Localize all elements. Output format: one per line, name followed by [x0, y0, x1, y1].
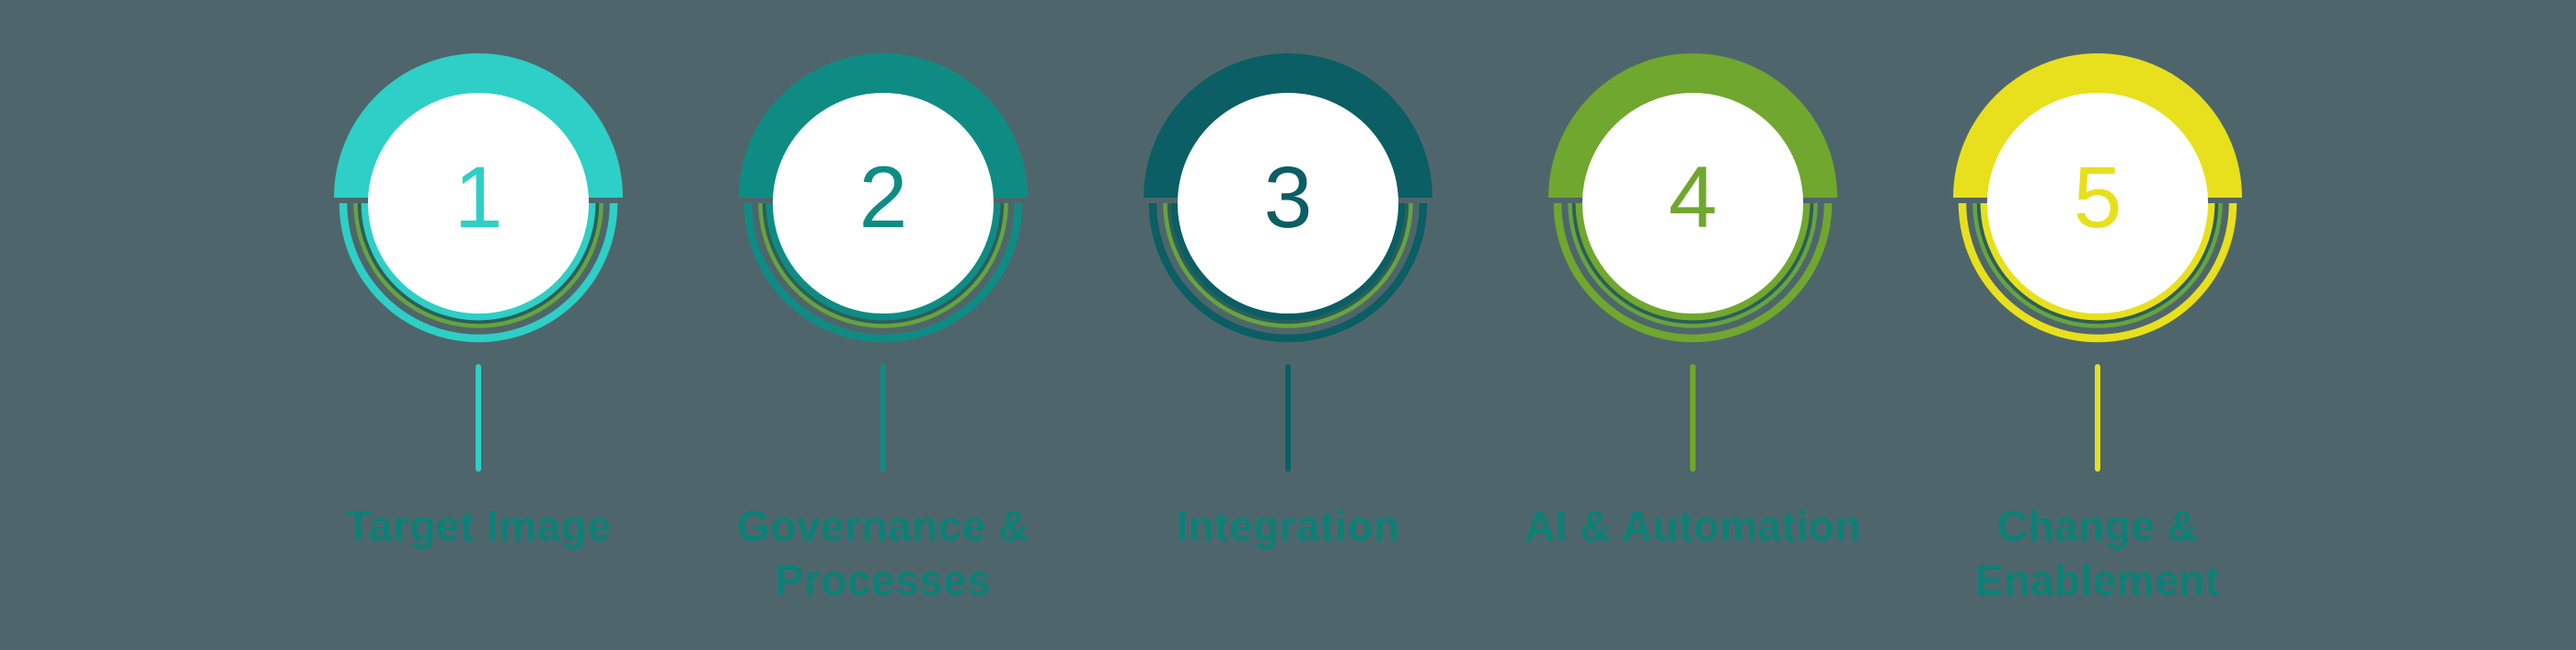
step-number: 4	[1669, 149, 1718, 246]
step-circle-badge: 4	[1548, 53, 1837, 343]
step-column-1: 1 Target Image	[276, 0, 681, 608]
step-white-disc	[773, 93, 994, 314]
connector-line	[880, 364, 886, 472]
step-number: 2	[859, 149, 908, 246]
step-glow-arc	[758, 202, 1008, 328]
step-glow-arc	[353, 202, 604, 328]
step-glow-arc	[1163, 202, 1413, 328]
step-label-line: AI & Automation	[1524, 502, 1862, 550]
step-circle-badge: 3	[1144, 53, 1432, 343]
connector-line	[1690, 364, 1696, 472]
step-outer-bottom-arc	[1958, 202, 2237, 343]
step-label-line: Governance &	[737, 502, 1029, 550]
step-circle-badge: 2	[739, 53, 1028, 343]
step-inner-color-arc	[1575, 202, 1811, 321]
step-number: 5	[2074, 149, 2122, 246]
step-circle-badge: 1	[334, 53, 623, 343]
step-white-disc	[1987, 93, 2208, 314]
step-outer-bottom-arc	[1553, 202, 1833, 343]
step-shadow-arc	[1167, 202, 1409, 325]
step-label-line: Integration	[1176, 502, 1400, 550]
step-column-4: 4 AI & Automation	[1490, 0, 1895, 608]
step-label: AI & Automation	[1524, 499, 1861, 553]
step-outer-bottom-arc	[1148, 202, 1428, 343]
step-label-line: Target Image	[345, 502, 612, 550]
step-shadow-arc	[762, 202, 1005, 325]
step-inner-color-arc	[1980, 202, 2215, 321]
step-inner-color-arc	[765, 202, 1001, 321]
step-shadow-arc	[357, 202, 600, 325]
step-label-line: Processes	[775, 555, 992, 604]
connector-line	[1285, 364, 1291, 472]
step-circle-badge: 5	[1953, 53, 2242, 343]
step-label-line: Change &	[1996, 502, 2199, 550]
step-white-disc	[1178, 93, 1398, 314]
step-label-line: Enablement	[1975, 555, 2220, 604]
step-label: Governance & Processes	[737, 499, 1029, 608]
step-number: 3	[1264, 149, 1313, 246]
step-inner-color-arc	[361, 202, 596, 321]
step-shadow-arc	[1976, 202, 2219, 325]
step-white-disc	[368, 93, 589, 314]
process-steps-diagram: 1 Target Image 2 Governance & Processes	[276, 0, 2300, 608]
step-label: Change & Enablement	[1975, 499, 2220, 608]
step-glow-arc	[1972, 202, 2223, 328]
step-inner-color-arc	[1170, 202, 1406, 321]
step-outer-bottom-arc	[339, 202, 618, 343]
step-white-disc	[1582, 93, 1803, 314]
step-column-3: 3 Integration	[1086, 0, 1490, 608]
connector-line	[2095, 364, 2100, 472]
step-label: Integration	[1176, 499, 1399, 553]
step-shadow-arc	[1571, 202, 1814, 325]
connector-line	[476, 364, 481, 472]
step-column-5: 5 Change & Enablement	[1895, 0, 2300, 608]
step-column-2: 2 Governance & Processes	[681, 0, 1086, 608]
step-label: Target Image	[346, 499, 612, 553]
step-outer-bottom-arc	[743, 202, 1023, 343]
step-glow-arc	[1568, 202, 1818, 328]
step-number: 1	[454, 149, 503, 246]
